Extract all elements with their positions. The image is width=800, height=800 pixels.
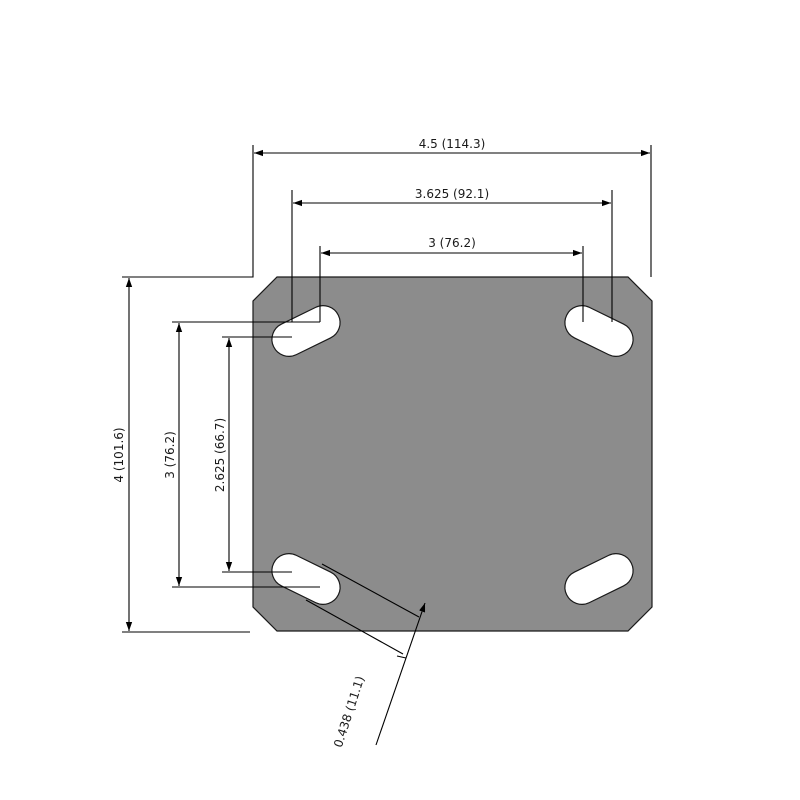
- dimension-text-hole-span-outer-y: 3 (76.2): [163, 431, 177, 479]
- slot-bottom-left: [271, 553, 341, 605]
- dimension-text-hole-span-inner-x: 3 (76.2): [428, 236, 476, 250]
- extension-lines-left: [122, 321, 320, 633]
- dimension-text-plate-height: 4 (101.6): [112, 427, 126, 482]
- slot-top-left: [271, 305, 341, 357]
- dimension-text-plate-width: 4.5 (114.3): [419, 137, 486, 151]
- slot-width-dimension: [305, 563, 426, 746]
- extension-lines-top: [122, 145, 652, 322]
- top-plate: [252, 276, 653, 632]
- slot-top-right: [564, 305, 634, 357]
- dimension-text-hole-span-inner-y: 2.625 (66.7): [213, 418, 227, 492]
- dimension-text-slot-width: 0.438 (11.1): [331, 674, 367, 749]
- slot-bottom-right: [564, 553, 634, 605]
- dimension-text-hole-span-outer-x: 3.625 (92.1): [415, 187, 489, 201]
